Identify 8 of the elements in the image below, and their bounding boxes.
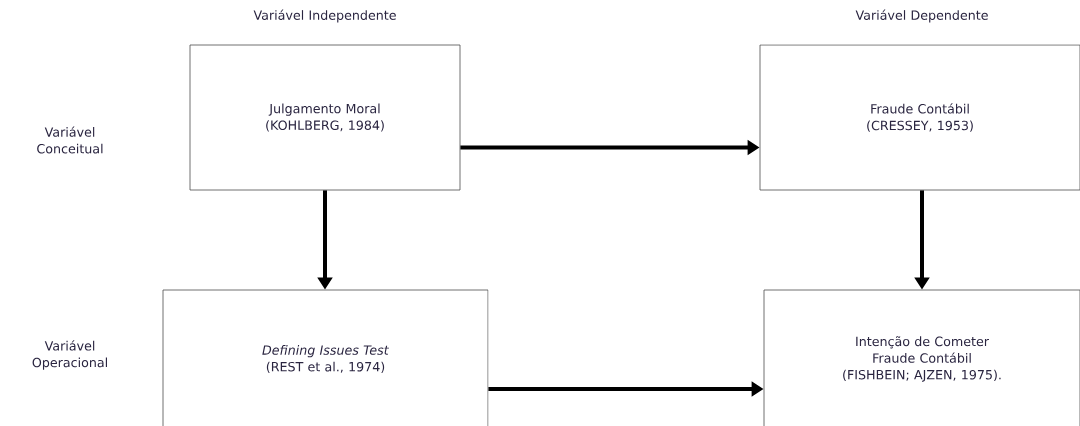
variable-box: Fraude Contábil (CRESSEY, 1953): [759, 44, 1080, 191]
axis-label: Variável Operacional: [32, 340, 107, 370]
axis-label: Variável Dependente: [855, 9, 988, 23]
variable-box: Intenção de Cometer Fraude Contábil (FISHBEIN; AJZEN, 1975).: [763, 289, 1080, 426]
variable-box: Defining Issues Test (REST et al., 1974): [162, 289, 489, 426]
axis-label: Variável Conceitual: [37, 126, 103, 154]
axis-label: Variável Independente: [253, 9, 396, 23]
variable-box: Julgamento Moral (KOHLBERG, 1984): [189, 44, 461, 191]
